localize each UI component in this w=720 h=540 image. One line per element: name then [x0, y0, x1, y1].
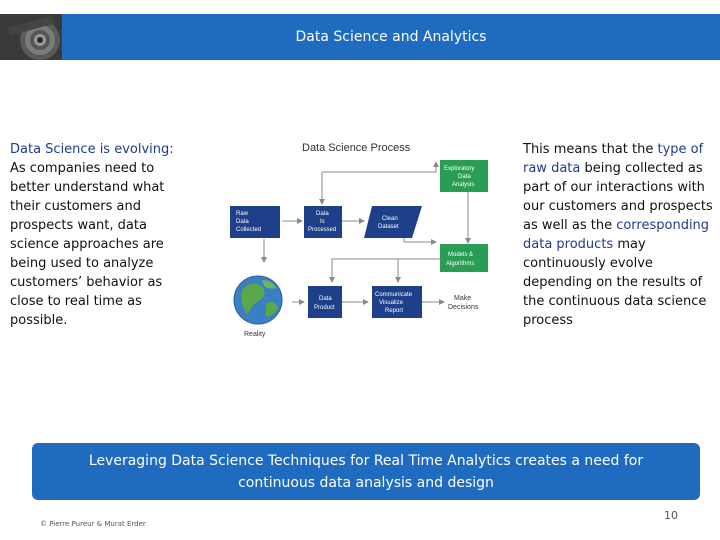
left-body: As companies need to better understand w… [10, 161, 165, 328]
conclusion-banner: Leveraging Data Science Techniques for R… [32, 443, 700, 500]
page-number: 10 [664, 509, 678, 522]
header-bar: Data Science and Analytics [0, 14, 720, 60]
reality-label: Reality [244, 331, 266, 338]
left-lead: Data Science is evolving: [10, 142, 174, 157]
arrow-line [322, 161, 439, 173]
arrow-line [395, 258, 448, 283]
models-algorithms-label: Models &Algorithms [446, 252, 474, 267]
data-processed-box [304, 206, 342, 238]
right-paragraph: This means that the type of raw data bei… [523, 140, 713, 330]
right-highlight-data-products: corresponding data products [523, 218, 710, 252]
data-product-box [308, 286, 342, 318]
models-algorithms-box [440, 244, 488, 272]
banner-text: Leveraging Data Science Techniques for R… [88, 452, 644, 491]
communicate-box [372, 286, 422, 318]
raw-data-box [230, 206, 280, 238]
globe-icon [233, 275, 283, 325]
right-text-part: This means that the [523, 142, 658, 157]
spiral-staircase-logo [0, 14, 62, 60]
exploratory-analysis-box [440, 160, 488, 192]
right-text-part: being collected as part of our interacti… [523, 161, 713, 233]
arrow-line [329, 258, 448, 283]
right-text-part: may continuously evolve depending on the… [523, 237, 707, 328]
copyright-notice: © Pierre Pureur & Murat Erder [40, 520, 146, 528]
right-highlight-raw-data: type of raw data [523, 142, 704, 176]
diagram-title: Data Science Process [302, 142, 411, 154]
clean-dataset-box [364, 206, 422, 238]
left-paragraph: Data Science is evolving: As companies n… [10, 140, 190, 330]
page-title: Data Science and Analytics [295, 29, 487, 45]
